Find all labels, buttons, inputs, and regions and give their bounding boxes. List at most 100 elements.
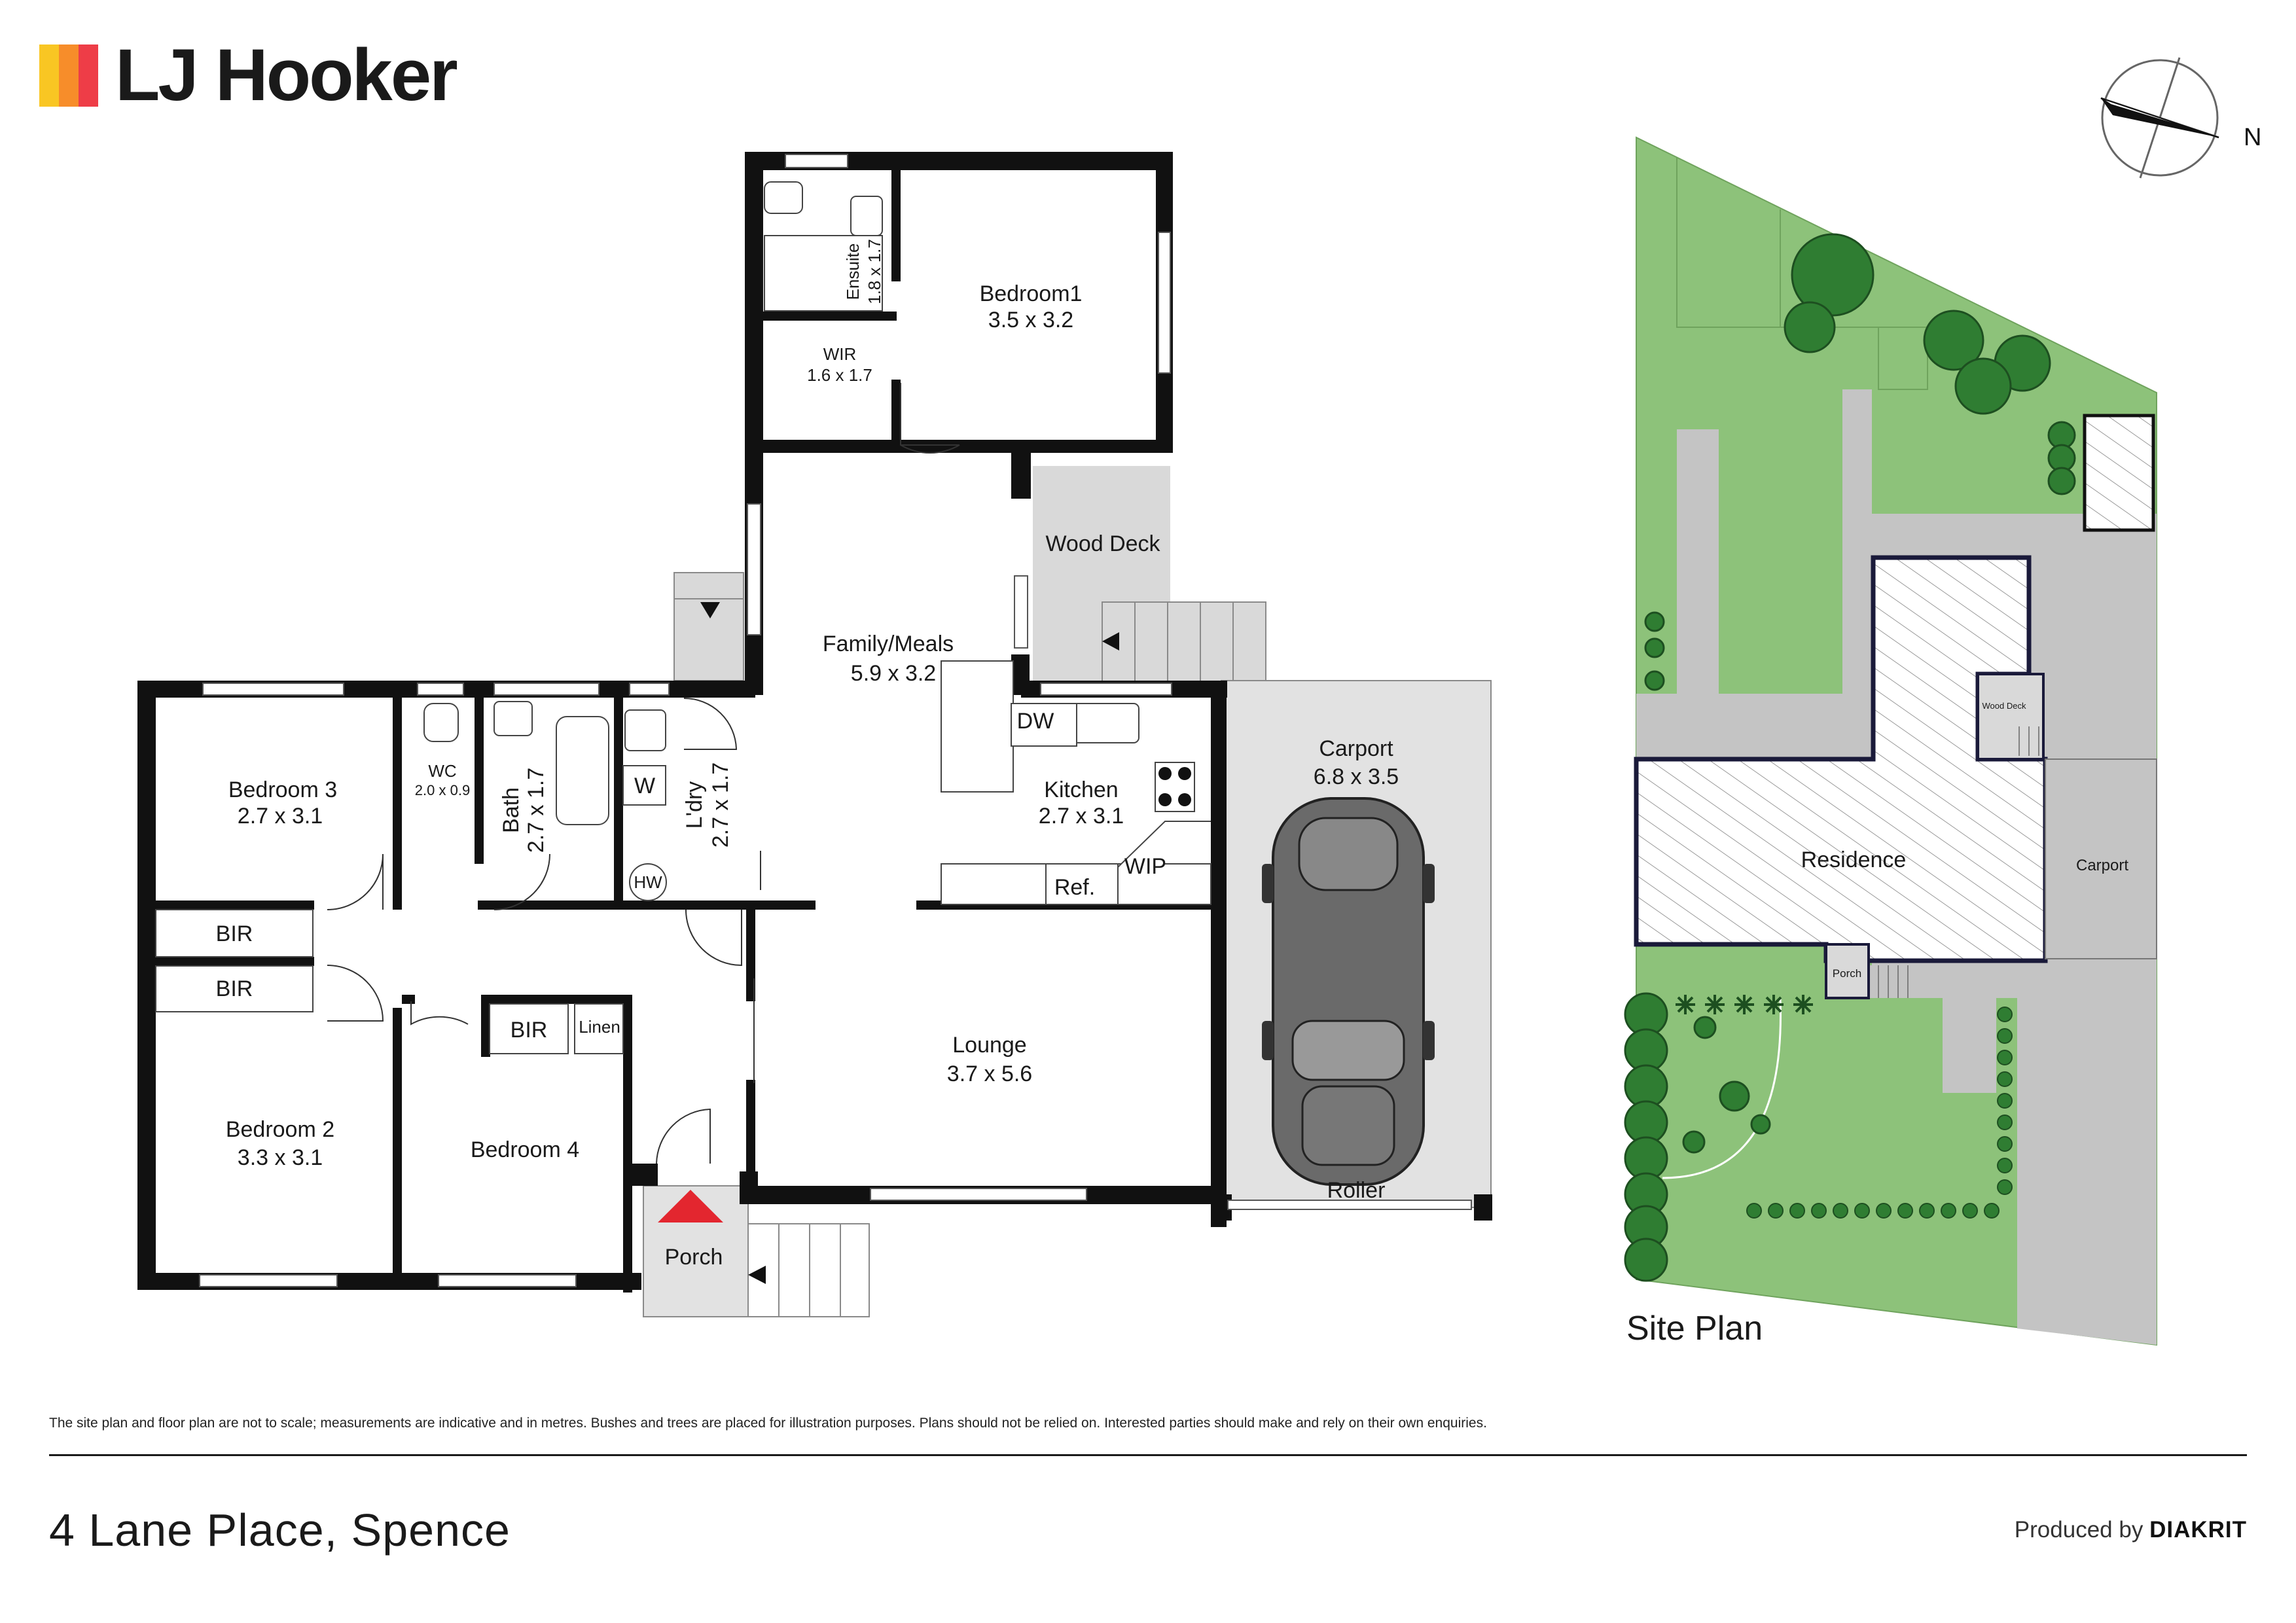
- bedroom1-name: Bedroom1: [980, 281, 1083, 306]
- kitchen-name: Kitchen: [1044, 777, 1118, 802]
- entry-marker-icon: [658, 1190, 723, 1222]
- site-wood-deck-label: Wood Deck: [1982, 701, 2026, 711]
- lounge-size: 3.7 x 5.6: [947, 1061, 1032, 1086]
- bir-label-3: BIR: [511, 1018, 548, 1043]
- door-swings: [327, 383, 960, 1164]
- logo-bar-yellow: [39, 44, 59, 107]
- wir-size: 1.6 x 1.7: [807, 365, 872, 385]
- disclaimer-text: The site plan and floor plan are not to …: [49, 1416, 1487, 1431]
- floor-plan: Bedroom1 3.5 x 3.2 Ensuite 1.8 x 1.7 WIR…: [137, 152, 1492, 1317]
- dw-box: [1011, 703, 1077, 747]
- logo-wordmark: LJ Hooker: [115, 34, 458, 116]
- linen-box: [574, 1003, 624, 1054]
- car-icon: [1262, 797, 1435, 1186]
- site-steps: [1878, 726, 2039, 998]
- bir-2-box: [155, 965, 314, 1012]
- brand-logo: LJ Hooker: [39, 34, 458, 116]
- footer-divider: [49, 1454, 2247, 1456]
- site-residence-label: Residence: [1801, 847, 1907, 872]
- porch-step-lines: [778, 1224, 841, 1317]
- wc-size: 2.0 x 0.9: [415, 782, 470, 798]
- site-porch: [1825, 943, 1870, 999]
- porch-steps: [747, 1223, 870, 1317]
- washer-label: W: [634, 774, 655, 798]
- wood-deck-label: Wood Deck: [1045, 531, 1160, 556]
- bir-4-box: [489, 1003, 569, 1054]
- hedges: [1746, 1007, 2013, 1219]
- room-labels: Bedroom1 3.5 x 3.2 Ensuite 1.8 x 1.7 WIR…: [216, 239, 1399, 1270]
- ensuite-size: 1.8 x 1.7: [865, 239, 884, 304]
- fixtures: [155, 181, 1211, 1054]
- ldry-name: L'dry: [682, 781, 707, 829]
- linen-label: Linen: [579, 1017, 620, 1037]
- wip-label: WIP: [1124, 854, 1166, 879]
- carport-name: Carport: [1319, 736, 1393, 761]
- ensuite-toilet-icon: [764, 181, 803, 214]
- ref-label: Ref.: [1054, 875, 1095, 900]
- deck-step-arrow-icon: [1102, 632, 1119, 651]
- site-wood-deck: [1977, 673, 2045, 760]
- bir-3-box: [155, 909, 314, 957]
- rear-step: [673, 572, 744, 681]
- site-labels: Residence Carport Wood Deck Porch: [1801, 701, 2129, 980]
- produced-by-label: Produced by: [2014, 1517, 2144, 1543]
- compass-icon: N: [2100, 57, 2261, 179]
- ensuite-name: Ensuite: [843, 243, 863, 300]
- bedroom1-size: 3.5 x 3.2: [988, 308, 1073, 332]
- kitchen-sink-icon: [1066, 703, 1139, 743]
- family-meals-size: 5.9 x 3.2: [851, 661, 936, 686]
- wc-toilet-icon: [423, 703, 459, 742]
- wc-name: WC: [428, 761, 456, 781]
- star-shrubs: [1676, 995, 1813, 1014]
- wir-name: WIR: [823, 344, 857, 364]
- lounge-name: Lounge: [952, 1033, 1026, 1058]
- step-arrows: [700, 602, 1119, 1284]
- family-meals-name: Family/Meals: [823, 632, 954, 656]
- dw-label: DW: [1017, 709, 1054, 734]
- site-carport: [2045, 758, 2157, 959]
- site-carport-label: Carport: [2076, 857, 2128, 874]
- hw-label: HW: [634, 872, 662, 892]
- site-plan-title: Site Plan: [1626, 1310, 1763, 1347]
- site-plan: Residence Carport Wood Deck Porch N: [1624, 57, 2261, 1346]
- deck-steps: [1102, 601, 1266, 683]
- bathtub-icon: [556, 716, 609, 825]
- bath-size: 2.7 x 1.7: [524, 768, 548, 853]
- deck-step-lines: [1134, 602, 1234, 682]
- cooktop-burners: [1158, 767, 1191, 806]
- bir-label-1: BIR: [216, 921, 253, 946]
- bedroom3-size: 2.7 x 3.1: [238, 804, 323, 829]
- ensuite-shower-icon: [764, 235, 883, 312]
- wip-partition: [1117, 821, 1211, 904]
- kitchen-size: 2.7 x 3.1: [1039, 804, 1124, 829]
- ref-box: [1045, 863, 1119, 905]
- garden-path: [1662, 997, 1782, 1179]
- produced-by: Produced by DIAKRIT: [2015, 1517, 2247, 1543]
- bedroom2-name: Bedroom 2: [226, 1117, 334, 1142]
- ensuite-basin-icon: [850, 196, 883, 236]
- roller-label: Roller: [1327, 1178, 1386, 1203]
- hot-water-icon: [629, 863, 667, 901]
- compass-north-label: N: [2244, 124, 2261, 151]
- bath-basin-icon: [493, 701, 533, 736]
- property-address: 4 Lane Place, Spence: [49, 1505, 511, 1556]
- porch-step-arrow-icon: [748, 1266, 766, 1284]
- porch-label: Porch: [665, 1245, 723, 1270]
- carport-size: 6.8 x 3.5: [1314, 764, 1399, 789]
- bedroom3-name: Bedroom 3: [228, 777, 337, 802]
- producer-name: DIAKRIT: [2149, 1517, 2247, 1543]
- washer-box: [622, 765, 666, 806]
- rear-step-arrow-icon: [700, 602, 720, 618]
- laundry-tub-icon: [624, 709, 666, 751]
- logo-color-bars: [39, 44, 98, 107]
- bath-name: Bath: [499, 787, 524, 833]
- logo-bar-orange: [59, 44, 79, 107]
- bedroom2-size: 3.3 x 3.1: [238, 1145, 323, 1170]
- logo-bar-red: [79, 44, 98, 107]
- bir-label-2: BIR: [216, 976, 253, 1001]
- windows: [199, 154, 1472, 1287]
- ldry-size: 2.7 x 1.7: [708, 762, 733, 847]
- site-porch-label: Porch: [1833, 967, 1861, 980]
- kitchen-island: [941, 660, 1014, 793]
